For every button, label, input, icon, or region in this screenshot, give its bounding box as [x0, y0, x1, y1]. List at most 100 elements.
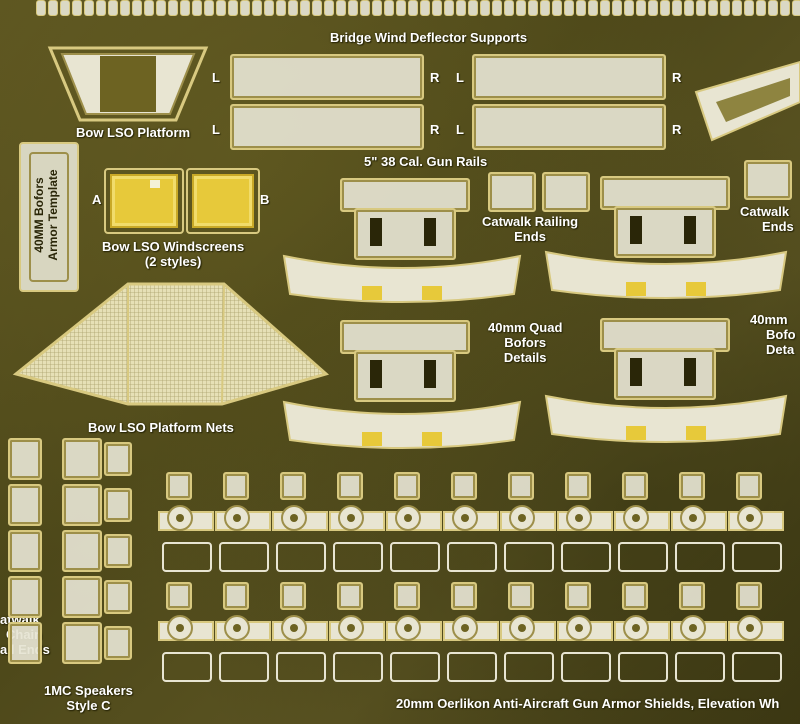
chain-end-part: [8, 438, 42, 480]
speaker-part: [104, 626, 132, 660]
oerlikon-tag: [565, 472, 591, 500]
bofors-shield-band: [544, 394, 788, 443]
chain-end-part: [8, 576, 42, 618]
rail-side-right: R: [430, 122, 440, 137]
lso-nets-part: [12, 282, 330, 406]
bridge-support-part: [420, 0, 430, 16]
lso-nets-label: Bow LSO Platform Nets: [88, 420, 234, 435]
armor-shield-part: [162, 542, 212, 572]
bridge-support-part: [216, 0, 226, 16]
oerlikon-tag: [679, 472, 705, 500]
bridge-support-part: [396, 0, 406, 16]
catwalk-cut-line1: Catwalk: [740, 204, 790, 219]
oerlikon-tag: [394, 472, 420, 500]
bridge-supports-label: Bridge Wind Deflector Supports: [330, 30, 528, 45]
oerlikon-tag: [508, 582, 534, 610]
bridge-support-part: [540, 0, 550, 16]
armor-shield-part: [219, 542, 269, 572]
elevation-wheel-part: [443, 505, 499, 531]
bridge-support-part: [672, 0, 682, 16]
elevation-wheel-part: [671, 505, 727, 531]
bridge-support-part: [192, 0, 202, 16]
bridge-support-part: [480, 0, 490, 16]
gun-rail-part: [230, 104, 424, 150]
oerlikon-tag: [337, 472, 363, 500]
bridge-support-part: [492, 0, 502, 16]
armor-shield-part: [390, 542, 440, 572]
chain-end-part: [8, 484, 42, 526]
catwalk-cut-part: [744, 160, 792, 200]
bridge-support-part: [264, 0, 274, 16]
gun-rails-label: 5" 38 Cal. Gun Rails: [364, 154, 488, 169]
elevation-wheel-part: [158, 505, 214, 531]
oerlikon-tag: [451, 582, 477, 610]
bridge-support-part: [732, 0, 742, 16]
oerlikon-tag: [736, 472, 762, 500]
speaker-part: [62, 530, 102, 572]
bofors-t-part: [600, 176, 730, 210]
bridge-support-part: [168, 0, 178, 16]
bridge-support-part: [240, 0, 250, 16]
bofors-t-part: [340, 320, 470, 354]
catwalk-railing-line1: Catwalk Railing: [482, 214, 579, 229]
gun-rail-part: [230, 54, 424, 100]
bofors-t-part: [340, 178, 470, 212]
bridge-support-part: [660, 0, 670, 16]
elevation-wheel-part: [500, 615, 556, 641]
elevation-wheel-part: [329, 615, 385, 641]
rail-side-left: L: [456, 70, 464, 85]
bridge-support-part: [204, 0, 214, 16]
elevation-wheel-part: [614, 615, 670, 641]
windscreen-b-label: B: [260, 192, 270, 207]
speaker-part: [104, 442, 132, 476]
speaker-part: [104, 580, 132, 614]
chain-end-part: [8, 530, 42, 572]
bridge-support-part: [360, 0, 370, 16]
bridge-support-part: [300, 0, 310, 16]
bofors-slot: [684, 216, 696, 244]
oerlikon-tag: [451, 472, 477, 500]
armor-shield-part: [561, 542, 611, 572]
windscreen-a-label: A: [92, 192, 102, 207]
bofors-cut-line3: Deta: [766, 342, 795, 357]
quad-bofors-label: 40mm Quad Bofors Details: [488, 320, 562, 365]
bridge-support-part: [504, 0, 514, 16]
lso-windscreens-line1: Bow LSO Windscreens: [102, 239, 245, 254]
elevation-wheel-part: [443, 615, 499, 641]
bofors-cut-label: 40mm Bofo Deta: [750, 312, 796, 357]
bridge-support-part: [576, 0, 586, 16]
bridge-support-part: [528, 0, 538, 16]
bridge-support-part: [708, 0, 718, 16]
armor-shield-part: [618, 542, 668, 572]
bofors-template-text: 40MM Bofors Armor Template: [32, 169, 60, 261]
bridge-support-part: [588, 0, 598, 16]
armor-shield-part: [390, 652, 440, 682]
armor-shield-part: [504, 542, 554, 572]
bridge-support-part: [636, 0, 646, 16]
quad-bofors-line1: 40mm Quad: [488, 320, 563, 335]
bofors-slot: [370, 360, 382, 388]
elevation-wheel-part: [215, 615, 271, 641]
rail-side-left: L: [456, 122, 464, 137]
armor-shield-part: [561, 652, 611, 682]
bridge-support-part: [432, 0, 442, 16]
oerlikon-label: 20mm Oerlikon Anti-Aircraft Gun Armor Sh…: [396, 696, 780, 711]
bridge-support-part: [48, 0, 58, 16]
gun-rail-part: [472, 104, 666, 150]
oerlikon-tag: [679, 582, 705, 610]
armor-shield-part: [219, 652, 269, 682]
elevation-wheel-part: [557, 505, 613, 531]
bridge-support-part: [336, 0, 346, 16]
bofors-slot: [684, 358, 696, 386]
bridge-support-part: [72, 0, 82, 16]
bofors-slot: [630, 358, 642, 386]
oerlikon-tag: [280, 472, 306, 500]
rail-side-left: L: [212, 70, 220, 85]
bridge-support-part: [288, 0, 298, 16]
elevation-wheel-part: [329, 505, 385, 531]
bridge-support-part: [744, 0, 754, 16]
oerlikon-tag: [394, 582, 420, 610]
bridge-support-part: [156, 0, 166, 16]
speakers-line2: Style C: [66, 698, 111, 713]
oerlikon-tag: [166, 472, 192, 500]
